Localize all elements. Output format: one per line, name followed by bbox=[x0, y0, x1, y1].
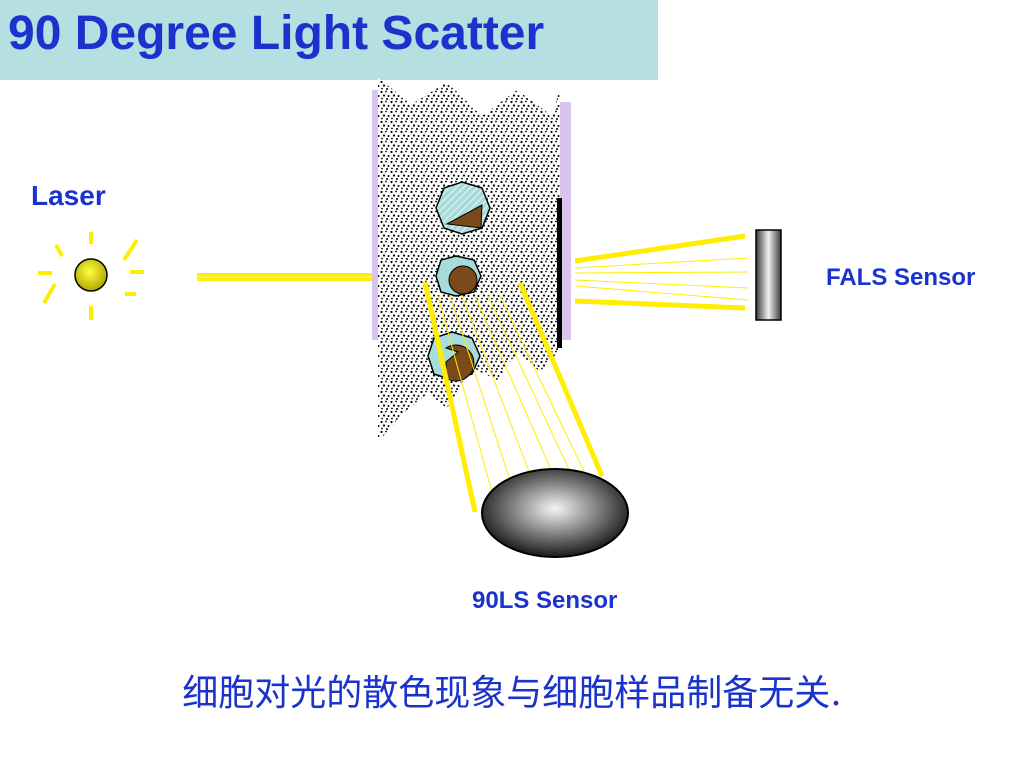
title-banner: 90 Degree Light Scatter bbox=[0, 0, 658, 80]
laser-label: Laser bbox=[31, 180, 106, 211]
cell-2 bbox=[435, 255, 482, 297]
cell-1 bbox=[435, 181, 491, 235]
page-title: 90 Degree Light Scatter bbox=[8, 7, 545, 60]
laser-source-icon bbox=[38, 232, 144, 320]
ninety-ls-sensor-label: 90LS Sensor bbox=[472, 587, 618, 614]
fals-sensor-icon bbox=[755, 229, 782, 321]
caption: 细胞对光的散色现象与细胞样品制备无关. bbox=[182, 673, 842, 714]
incident-laser-beam bbox=[197, 273, 375, 281]
forward-scatter-rays bbox=[574, 233, 749, 311]
obscuration-bar bbox=[557, 198, 562, 348]
side-scatter-rays bbox=[422, 281, 605, 513]
fals-sensor-label: FALS Sensor bbox=[826, 264, 976, 291]
ninety-ls-sensor-icon bbox=[481, 468, 629, 558]
